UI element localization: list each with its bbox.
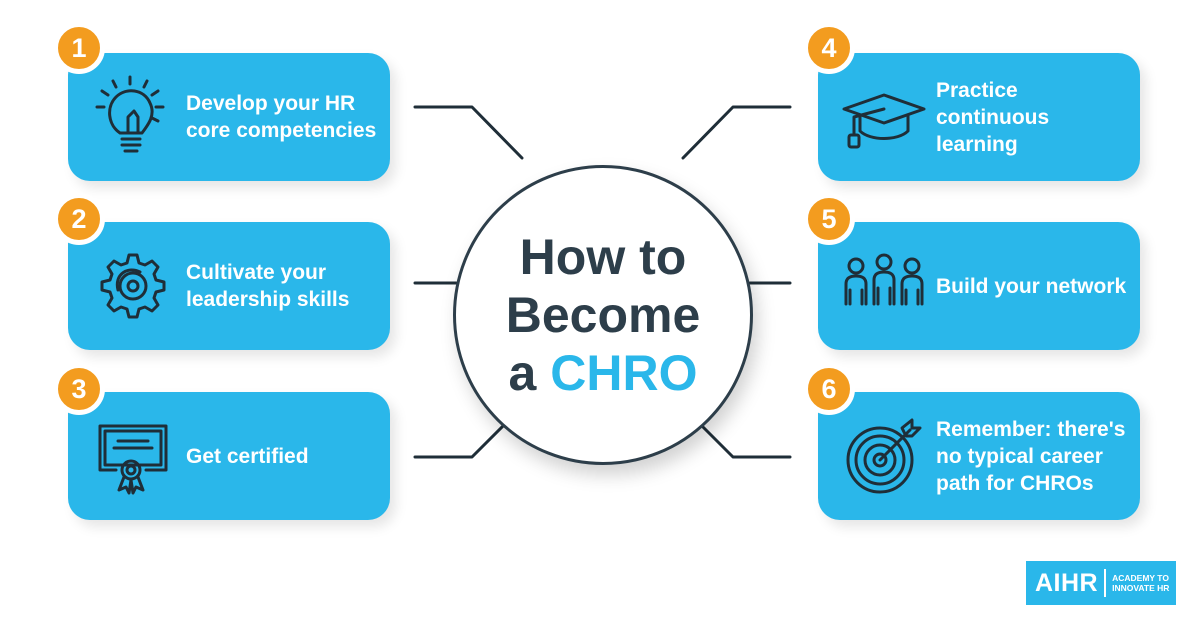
logo-tagline-line-2: INNOVATE HR	[1112, 583, 1170, 593]
step-card-3: Get certified	[68, 392, 390, 520]
connector-line-1	[413, 105, 524, 160]
step-number-badge-3: 3	[53, 363, 105, 415]
step-card-5: Build your network	[818, 222, 1140, 350]
logo-divider	[1104, 569, 1107, 597]
title-line-2: Become	[505, 287, 701, 343]
step-label-2: Cultivate your leadership skills	[186, 261, 350, 311]
step-card-4: Practice continuous learning	[818, 53, 1140, 181]
target-icon	[846, 418, 922, 494]
step-number-badge-6: 6	[803, 363, 855, 415]
title-line-3: a CHRO	[509, 344, 698, 402]
aihr-logo: AIHR ACADEMY TO INNOVATE HR	[1026, 561, 1176, 605]
step-number-badge-4: 4	[803, 22, 855, 74]
step-label-4: Practice continuous learning	[936, 78, 1050, 156]
people-icon	[844, 253, 924, 306]
logo-tagline-line-1: ACADEMY TO	[1112, 573, 1169, 583]
step-number-badge-2: 2	[53, 193, 105, 245]
step-label-5: Build your network	[936, 274, 1127, 298]
step-card-1: Develop your HR core competencies	[68, 53, 390, 181]
step-label-1: Develop your HR core competencies	[186, 92, 377, 142]
title-line-1: How to	[519, 229, 687, 285]
step-label-3: Get certified	[186, 444, 309, 468]
center-title-circle: How to Become a CHRO	[453, 165, 753, 465]
step-label-6: Remember: there's no typical career path…	[936, 417, 1126, 495]
step-number-badge-5: 5	[803, 193, 855, 245]
step-card-6: Remember: there's no typical career path…	[818, 392, 1140, 520]
lightbulb-icon	[95, 75, 165, 153]
certificate-icon	[98, 424, 168, 495]
logo-brand: AIHR	[1035, 568, 1099, 597]
connector-line-4	[681, 105, 792, 160]
step-card-2: Cultivate your leadership skills	[68, 222, 390, 350]
graduation-cap-icon	[842, 93, 926, 149]
logo-tagline: ACADEMY TO INNOVATE HR	[1112, 573, 1169, 593]
step-number-badge-1: 1	[53, 22, 105, 74]
gear-icon	[100, 253, 166, 319]
title-line-3-prefix: a	[508, 345, 537, 401]
title-accent-chro: CHRO	[550, 345, 698, 401]
